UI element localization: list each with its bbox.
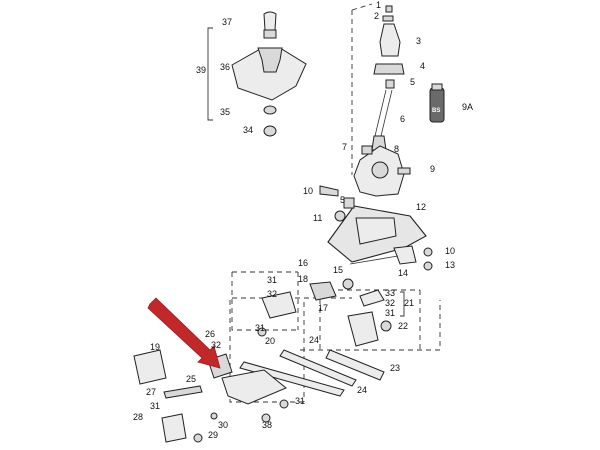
part-label: 32 (385, 298, 395, 308)
part-label: 2 (374, 11, 379, 21)
part-label: 26 (205, 329, 215, 339)
part-label: 14 (398, 268, 408, 278)
part-label: 1 (376, 0, 381, 10)
part-label: 23 (390, 363, 400, 373)
part-label: 24 (309, 335, 319, 345)
part-label: 33 (385, 288, 395, 298)
part-label: 39 (196, 65, 206, 75)
part-label: 20 (265, 336, 275, 346)
part-label: 34 (243, 125, 253, 135)
part-label: 11 (313, 213, 322, 223)
part-label: 13 (445, 260, 455, 270)
part-label: 3 (416, 36, 421, 46)
part-label: 8 (394, 144, 399, 154)
part-label: 31 (385, 308, 395, 318)
part-label: 32 (267, 289, 277, 299)
shift-lever-upper (319, 5, 411, 197)
part-label: 31 (255, 323, 265, 333)
selector-housing (327, 197, 433, 271)
middle-linkage (257, 278, 392, 347)
braces (207, 27, 405, 317)
part-label: 10 (303, 186, 313, 196)
part-label: 29 (208, 430, 218, 440)
part-label: 31 (295, 396, 305, 406)
part-label: 38 (262, 420, 272, 430)
part-label: 6 (400, 114, 405, 124)
part-label: 15 (333, 265, 343, 275)
red-arrow-indicator (147, 297, 221, 369)
part-label: 19 (150, 342, 160, 352)
part-label: 30 (218, 420, 228, 430)
grease-bottle-9a: BS (429, 83, 445, 123)
part-label: 27 (146, 387, 156, 397)
part-label: 31 (267, 275, 277, 285)
part-label: 16 (298, 258, 308, 268)
part-label: 32 (211, 340, 221, 350)
part-label: 5 (340, 195, 345, 205)
shift-rods (239, 349, 385, 397)
part-label: 28 (133, 412, 143, 422)
part-label: 36 (220, 62, 230, 72)
part-label: 4 (420, 61, 425, 71)
part-label: 9 (430, 164, 435, 174)
part-label: 24 (357, 385, 367, 395)
part-label: 22 (398, 321, 408, 331)
gear-knob-assembly (231, 11, 307, 137)
part-label: 25 (186, 374, 196, 384)
part-label: 12 (416, 202, 426, 212)
part-label: 21 (404, 298, 414, 308)
part-label: 17 (318, 303, 328, 313)
part-label: 31 (150, 401, 160, 411)
part-label: 7 (342, 142, 347, 152)
part-label: 35 (220, 107, 230, 117)
part-label: 18 (298, 274, 308, 284)
svg-text:BS: BS (432, 108, 440, 114)
part-label: 10 (445, 246, 455, 256)
part-label: 37 (222, 17, 232, 27)
part-label: 5 (410, 77, 415, 87)
part-label: 9A (462, 102, 473, 112)
